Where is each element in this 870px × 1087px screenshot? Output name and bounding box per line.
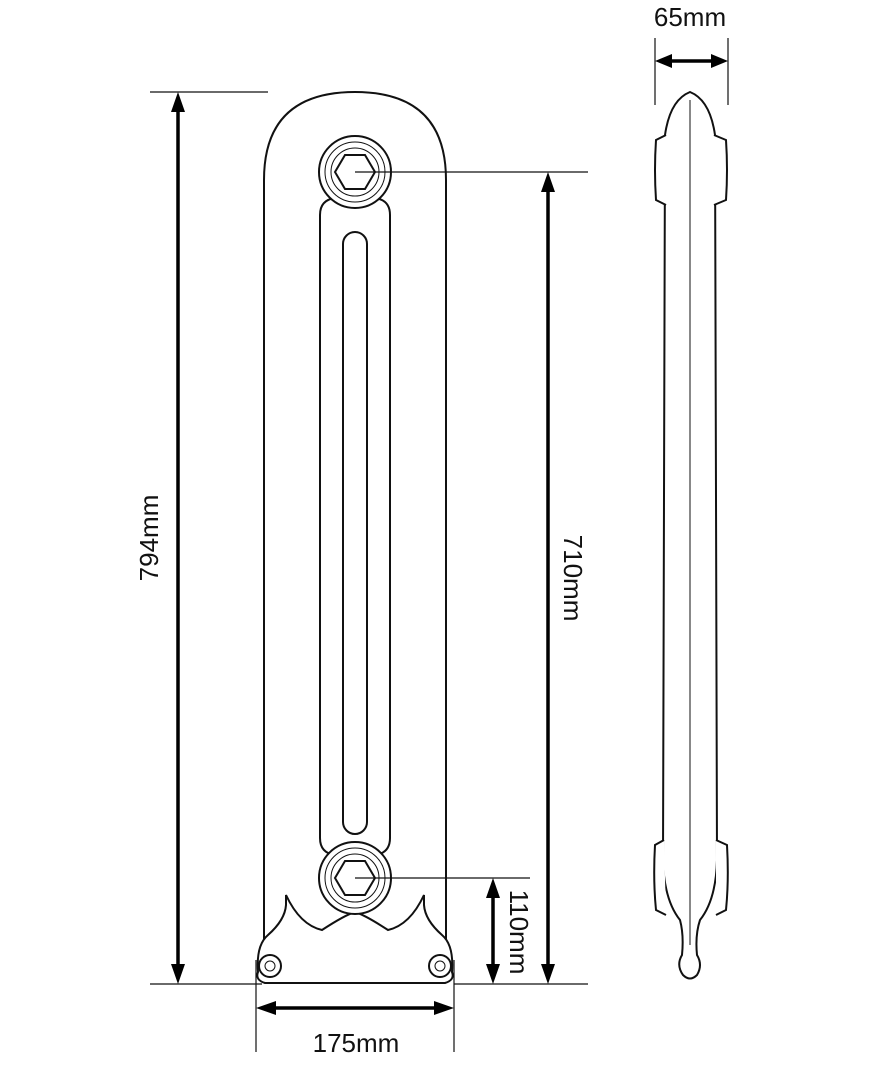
height-total-label: 794mm <box>134 495 164 582</box>
width-top-label: 65mm <box>654 2 726 32</box>
dimension-110mm <box>355 877 530 984</box>
radiator-side-view <box>653 90 729 980</box>
pipe-centres-label: 710mm <box>558 535 588 622</box>
width-base-label: 175mm <box>313 1028 400 1058</box>
dimension-710mm <box>355 171 588 985</box>
dimension-175mm <box>255 960 455 1052</box>
radiator-front-view <box>256 90 454 984</box>
dimension-65mm <box>654 38 729 105</box>
dimension-794mm <box>150 91 268 985</box>
lower-inlet-label: 110mm <box>504 890 534 975</box>
